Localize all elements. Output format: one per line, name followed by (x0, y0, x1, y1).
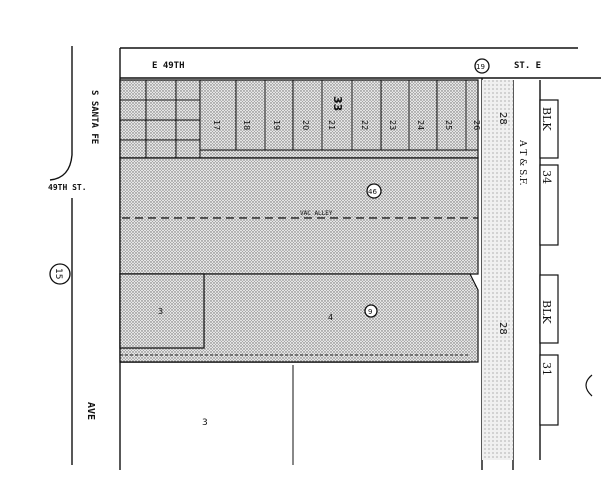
lot-label: 23 (388, 120, 397, 130)
parcel-46-circle (366, 183, 382, 199)
lot-label: 25 (444, 120, 453, 130)
lot-label: 20 (301, 120, 310, 130)
north-marker-label: 19 (476, 63, 485, 71)
lot-28-upper-label: 28 (497, 112, 508, 125)
lot-3-label: 3 (158, 307, 163, 316)
vacated-alley-label: VAC ALLEY (300, 210, 333, 217)
south-dividers (120, 354, 470, 465)
marker-circles (49, 58, 490, 318)
side-street-49th: 49TH ST. (48, 183, 87, 192)
street-49th-right: ST. E (514, 61, 541, 71)
lot-4-label: 4 (328, 313, 333, 322)
railroad-strip (482, 80, 513, 460)
lot-label: 19 (272, 120, 281, 130)
south-parcel-label: 3 (202, 418, 208, 428)
railroad-name: A T & S.F. (517, 139, 527, 186)
lot-28-lower-label: 28 (497, 322, 508, 335)
parcel-9-circle (364, 304, 378, 318)
street-ave: AVE (85, 402, 96, 420)
parcel-46 (119, 157, 479, 275)
lot-label: 18 (242, 120, 251, 130)
lot-label: 17 (212, 120, 221, 130)
street-santa-fe: S SANTA FE (89, 90, 99, 144)
lot-label: 21 (327, 120, 336, 130)
lot-divisions (120, 80, 478, 158)
block-upper-label: BLK (540, 107, 553, 131)
west-marker-circle (49, 263, 71, 285)
north-marker-circle (474, 58, 490, 74)
parcel-9-label: 9 (368, 308, 372, 316)
lot-number-labels: 17 18 19 20 21 22 23 24 25 26 (212, 120, 481, 130)
block-lower-number: 31 (540, 362, 553, 376)
parcel-areas (119, 79, 513, 460)
lot-label: 26 (472, 120, 481, 130)
lot-label: 24 (416, 120, 425, 130)
parcel-46-label: 46 (368, 188, 377, 196)
lot-label: 22 (360, 120, 369, 130)
edge-mark (585, 374, 593, 397)
railroad-blocks (539, 99, 559, 426)
west-marker-label: 15 (53, 268, 63, 279)
lot-33-label: 33 (331, 96, 344, 111)
block-lower-label: BLK (540, 300, 553, 324)
street-49th-left: E 49TH (152, 61, 185, 71)
parcel-lot-3 (119, 273, 205, 349)
parcel-lots-strip (119, 79, 479, 159)
block-upper-number: 34 (540, 170, 553, 184)
